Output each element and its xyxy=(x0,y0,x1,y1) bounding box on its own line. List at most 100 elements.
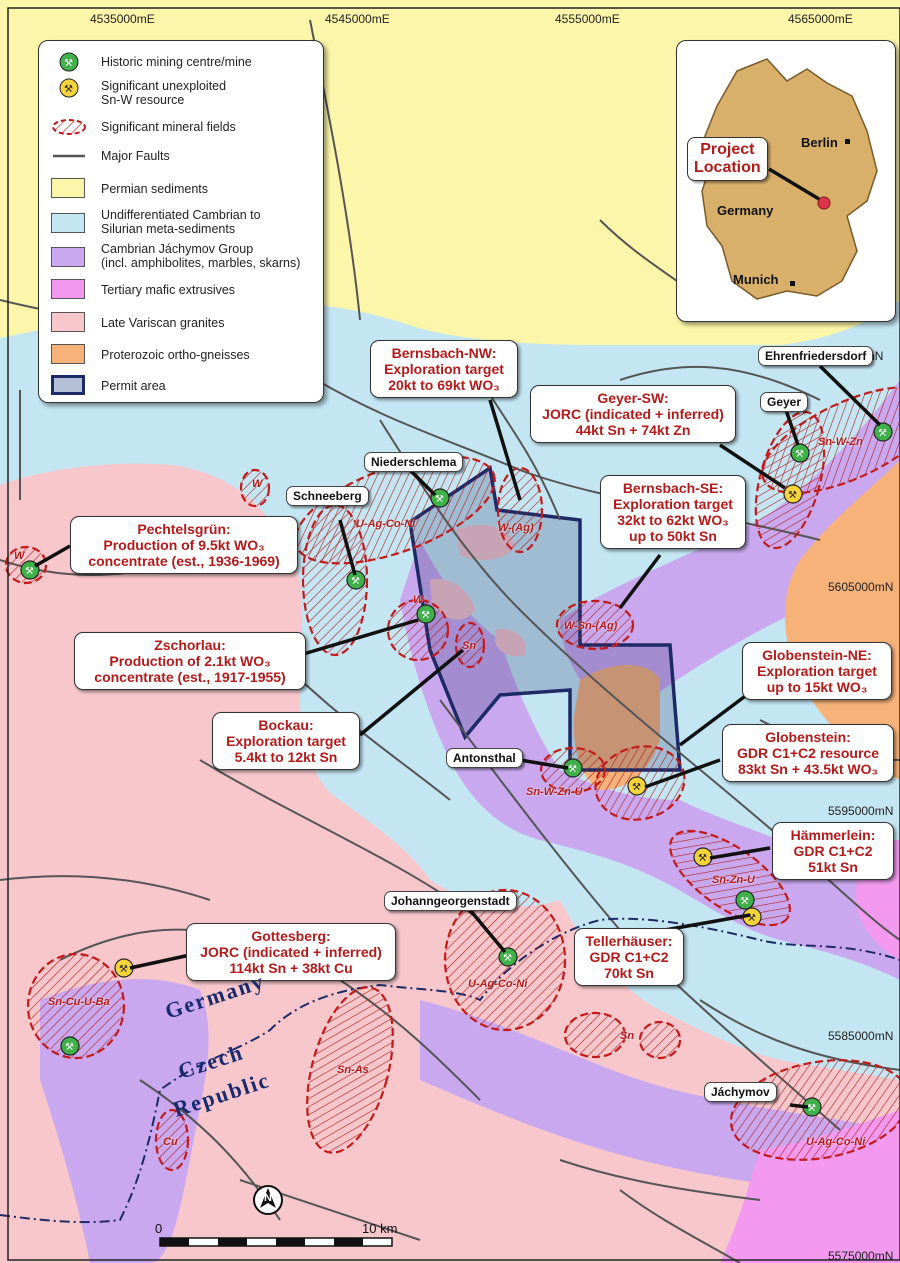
mineral-label: W-Sn-(Ag) xyxy=(564,620,618,632)
mineral-label: W-(Ag) xyxy=(498,522,534,534)
northing-5575000: 5575000mN xyxy=(828,1249,893,1263)
svg-text:⚒: ⚒ xyxy=(807,1103,816,1114)
mineral-label: Sn xyxy=(620,1030,635,1042)
swatch xyxy=(51,247,85,267)
swatch xyxy=(51,312,85,332)
swatch xyxy=(51,178,85,198)
svg-text:⚒: ⚒ xyxy=(795,449,804,460)
historic-mine-icon: ⚒ xyxy=(346,570,366,590)
svg-text:⚒: ⚒ xyxy=(503,953,512,964)
svg-text:⚒: ⚒ xyxy=(788,490,797,501)
svg-text:⚒: ⚒ xyxy=(351,576,360,587)
granite-body-2 xyxy=(430,579,475,620)
legend-label: Cambrian Jáchymov Group (incl. amphiboli… xyxy=(101,242,301,270)
svg-text:⚒: ⚒ xyxy=(65,1042,74,1053)
unexploited-resource-icon: ⚒ xyxy=(783,484,803,504)
legend-label: Undifferentiated Cambrian to Silurian me… xyxy=(101,208,261,236)
mineral-label: Sn-Zn-U xyxy=(712,874,755,886)
mineral-label: Sn-W-Zn xyxy=(818,436,863,448)
hatched-ellipse-icon xyxy=(52,119,86,135)
legend-label: Proterozoic ortho-gneisses xyxy=(101,348,250,362)
berlin-label: Berlin xyxy=(801,135,838,150)
mineral-label: U-Ag-Co-Ni xyxy=(356,518,416,530)
legend-label: Significant mineral fields xyxy=(101,120,236,134)
callout-geyer-sw: Geyer-SW:JORC (indicated + inferred)44kt… xyxy=(530,385,736,443)
legend-label: Historic mining centre/mine xyxy=(101,55,252,69)
mineral-label: U-Ag-Co-Ni xyxy=(806,1136,866,1148)
scale-end-label: 10 km xyxy=(362,1221,398,1236)
svg-text:⚒: ⚒ xyxy=(119,964,128,975)
scale-bar xyxy=(159,1237,393,1247)
legend-label: Late Variscan granites xyxy=(101,316,225,330)
mineral-label: W xyxy=(14,550,25,562)
svg-text:⚒: ⚒ xyxy=(64,84,73,95)
historic-mine-icon: ⚒ xyxy=(416,604,436,624)
swatch xyxy=(51,344,85,364)
north-label: N xyxy=(264,1192,272,1204)
svg-text:⚒: ⚒ xyxy=(698,853,707,864)
place-jachymov: Jáchymov xyxy=(704,1082,777,1102)
historic-mine-icon: ⚒ xyxy=(873,422,893,442)
scale-start-label: 0 xyxy=(155,1221,163,1236)
easting-4565000: 4565000mE xyxy=(788,12,853,26)
map-frame xyxy=(7,7,900,1261)
legend-label: Significant unexploited Sn-W resource xyxy=(101,79,227,107)
place-geyer: Geyer xyxy=(760,392,809,412)
mineral-label: Sn xyxy=(462,640,477,652)
svg-text:⚒: ⚒ xyxy=(568,764,577,775)
callout-gottesberg: Gottesberg:JORC (indicated + inferred)11… xyxy=(186,923,396,981)
mineral-label: Sn-Cu-U-Ba xyxy=(48,996,110,1008)
fault-line-icon xyxy=(53,154,85,158)
svg-text:⚒: ⚒ xyxy=(421,610,430,621)
legend-label: Permit area xyxy=(101,379,166,393)
place-johanngeorgenstadt: Johanngeorgenstadt xyxy=(384,891,517,911)
mineral-label: Sn-W-Zn-U xyxy=(526,786,583,798)
north-arrow-icon xyxy=(253,1185,283,1215)
green-pick-icon: ⚒ xyxy=(59,52,79,72)
svg-text:⚒: ⚒ xyxy=(878,428,887,439)
munich-label: Munich xyxy=(733,272,779,287)
svg-text:⚒: ⚒ xyxy=(435,494,444,505)
svg-text:⚒: ⚒ xyxy=(64,58,73,69)
northing-5595000: 5595000mN xyxy=(828,804,893,818)
northing-5585000: 5585000mN xyxy=(828,1029,893,1043)
legend-label: Tertiary mafic extrusives xyxy=(101,283,236,297)
svg-text:⚒: ⚒ xyxy=(632,782,641,793)
project-location-label: Project Location xyxy=(687,137,768,181)
svg-text:⚒: ⚒ xyxy=(25,566,34,577)
place-schneeberg: Schneeberg xyxy=(286,486,369,506)
legend-label: Permian sediments xyxy=(101,182,208,196)
gneiss-area-east xyxy=(785,460,900,780)
northing-5605000: 5605000mN xyxy=(828,580,893,594)
swatch xyxy=(51,213,85,233)
legend-label: Major Faults xyxy=(101,149,170,163)
place-niederschlema: Niederschlema xyxy=(364,452,464,472)
granite-body-3 xyxy=(495,629,526,657)
easting-4555000: 4555000mE xyxy=(555,12,620,26)
historic-mine-icon: ⚒ xyxy=(60,1036,80,1056)
inset-map: Project Location Berlin Germany Munich xyxy=(676,40,896,322)
mineral-label: W xyxy=(413,594,424,606)
historic-mine-icon: ⚒ xyxy=(735,890,755,910)
swatch xyxy=(51,375,85,395)
mineral-label: W xyxy=(252,478,263,490)
yellow-pick-icon: ⚒ xyxy=(59,78,79,98)
easting-4535000: 4535000mE xyxy=(90,12,155,26)
place-antonsthal: Antonsthal xyxy=(446,748,523,768)
unexploited-resource-icon: ⚒ xyxy=(627,776,647,796)
mineral-label: Cu xyxy=(163,1136,178,1148)
mineral-label: Sn-As xyxy=(337,1064,369,1076)
historic-mine-icon: ⚒ xyxy=(563,758,583,778)
mine-symbols: ⚒ ⚒ ⚒ ⚒ ⚒ ⚒ ⚒ ⚒ ⚒ ⚒ ⚒ ⚒ ⚒ ⚒ ⚒ ⚒ xyxy=(20,422,893,1117)
country-border xyxy=(0,917,900,1224)
mineral-label: U-Ag-Co-Ni xyxy=(468,978,528,990)
unexploited-resource-icon: ⚒ xyxy=(693,847,713,867)
easting-4545000: 4545000mE xyxy=(325,12,390,26)
